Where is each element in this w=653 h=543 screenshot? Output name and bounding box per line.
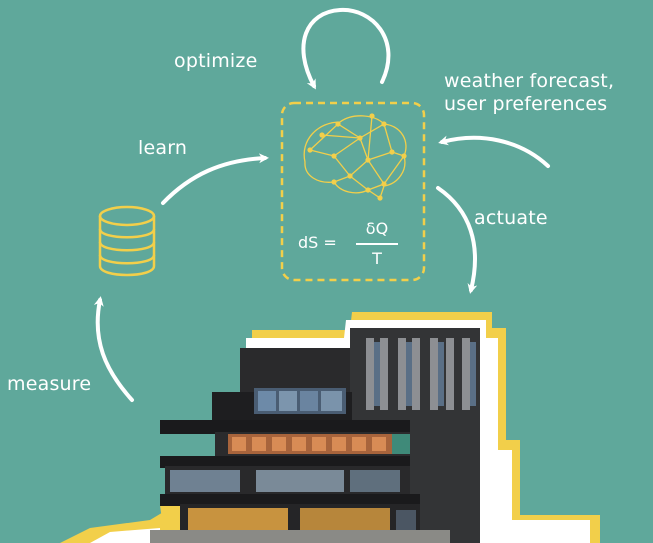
equation-numerator: δQ (365, 219, 389, 238)
building-illustration (60, 312, 600, 543)
model-box (280, 101, 426, 282)
optimize-loop-arrow (301, 7, 391, 90)
database-icon (98, 205, 156, 277)
equation-fraction-bar (356, 243, 398, 245)
weather-arrow (438, 135, 550, 168)
actuate-label: actuate (474, 207, 548, 229)
weather-label-line2: user preferences (444, 93, 608, 115)
brain-network-icon (303, 113, 407, 201)
measure-arrow (93, 296, 134, 402)
equation-denominator: T (372, 249, 382, 268)
weather-label: weather forecast, user preferences (444, 70, 614, 116)
learn-arrow (161, 153, 269, 205)
learn-label: learn (138, 137, 188, 159)
actuate-arrow (436, 186, 478, 294)
optimize-label: optimize (174, 50, 258, 72)
measure-label: measure (7, 373, 92, 395)
equation-lhs: dS = (298, 233, 337, 252)
weather-label-line1: weather forecast, (444, 70, 615, 92)
